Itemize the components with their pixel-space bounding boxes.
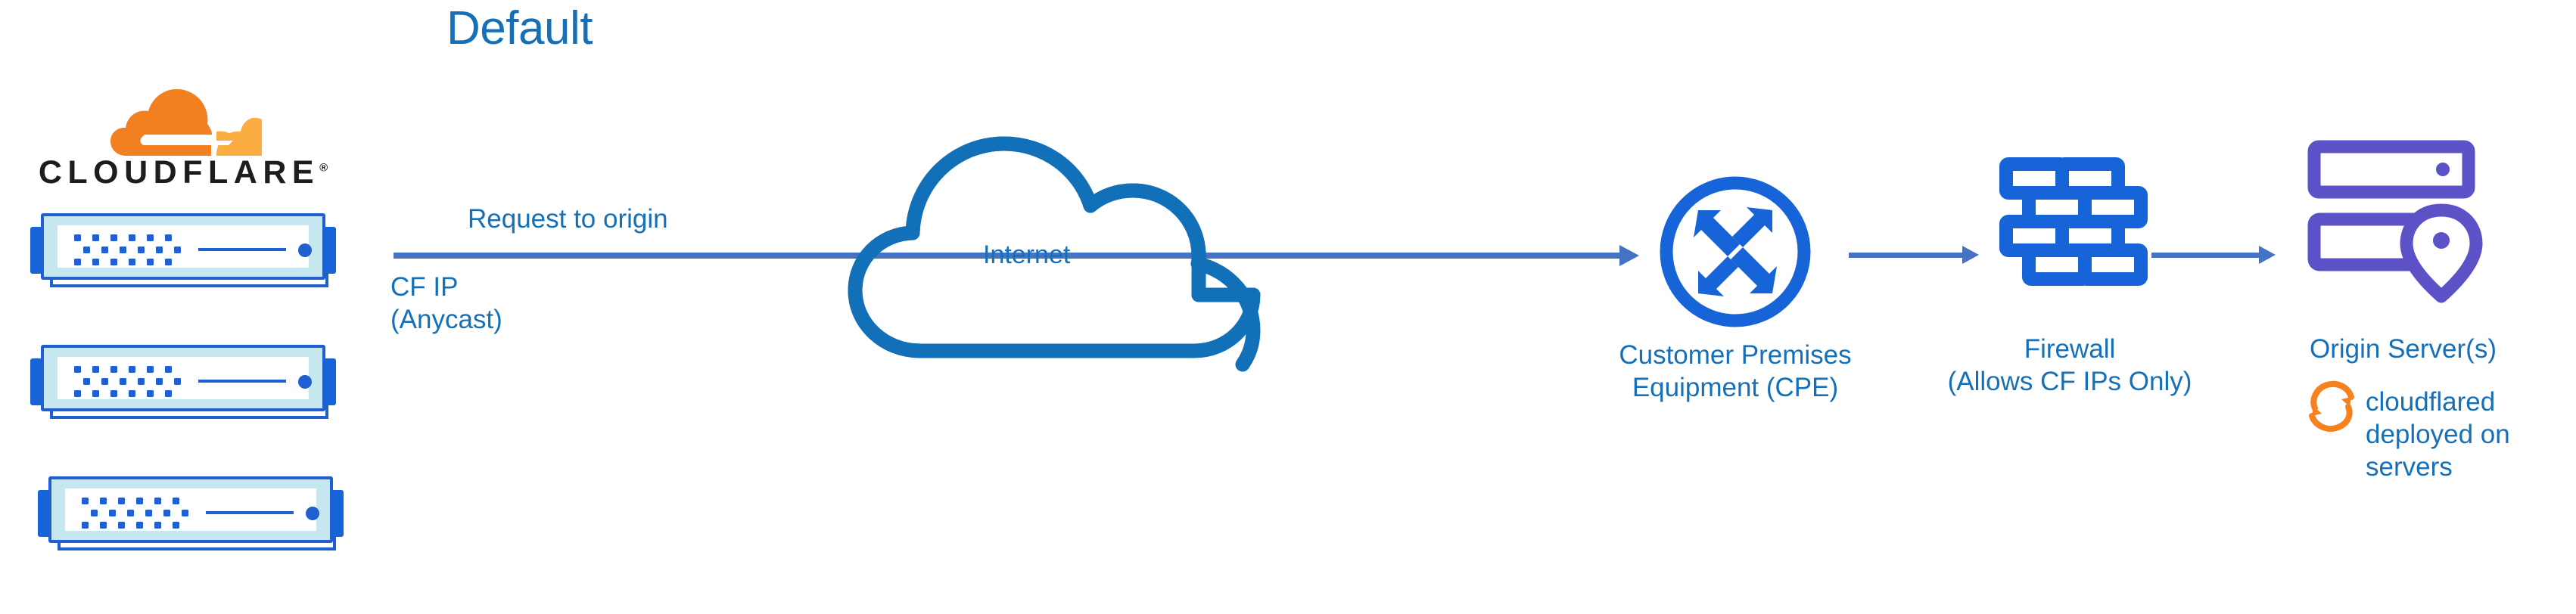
cloudflare-wordmark-text: CLOUDFLARE: [38, 154, 320, 191]
device-status-led: [298, 375, 312, 389]
device-face: [58, 357, 312, 399]
device-port-dots: [82, 498, 188, 529]
device-status-led: [306, 507, 319, 520]
registered-mark: ®: [319, 161, 328, 175]
device-status-led: [298, 243, 312, 257]
device-port-dots: [74, 234, 181, 265]
firewall-label-line2: (Allows CF IPs Only): [1947, 367, 2192, 396]
device-body: [48, 476, 333, 543]
device-body: [41, 345, 325, 411]
cpe-node-icon: [1654, 171, 1816, 333]
server-router-icon-1: [30, 210, 336, 290]
cf-ip-label-line1: CF IP: [390, 272, 459, 302]
cloud-icon: [848, 136, 1261, 372]
internet-cloud: Internet: [842, 110, 1273, 372]
request-to-origin-label: Request to origin: [468, 204, 668, 234]
brick-wall-icon: [1999, 157, 2148, 286]
server-router-icon-2: [30, 342, 336, 422]
cloudflared-label-line2: deployed on: [2366, 420, 2510, 449]
firewall-to-origin-arrow-head: [2259, 246, 2276, 264]
origin-label: Origin Server(s): [2310, 334, 2497, 364]
cloudflare-wordmark: CLOUDFLARE®: [27, 154, 339, 191]
cpe-to-firewall-arrow-line: [1849, 253, 1962, 258]
server-router-icon-3: [38, 473, 344, 554]
device-indicator-line: [198, 380, 286, 383]
cpe-label-line2: Equipment (CPE): [1632, 373, 1839, 402]
cloudflare-logo: CLOUDFLARE®: [27, 88, 339, 195]
firewall-node-icon: [1994, 156, 2148, 304]
device-indicator-line: [198, 248, 286, 251]
firewall-to-origin-arrow-line: [2151, 253, 2259, 258]
request-arrow-line: [394, 253, 1619, 259]
cloudflared-sync-icon: [2302, 372, 2361, 432]
router-circle-arrows-icon: [1660, 176, 1811, 327]
origin-node-icon: [2307, 140, 2488, 303]
cloudflared-label-line1: cloudflared: [2366, 387, 2496, 417]
device-face: [65, 488, 319, 531]
firewall-label-line1: Firewall: [2024, 334, 2116, 364]
internet-label: Internet: [983, 240, 1071, 269]
request-arrow-head: [1619, 245, 1639, 266]
cpe-to-firewall-arrow-head: [1962, 246, 1979, 264]
sync-refresh-icon: [2309, 380, 2354, 432]
cloudflared-label-line3: servers: [2366, 452, 2453, 482]
cf-ip-label-line2: (Anycast): [390, 305, 502, 334]
device-port-dots: [74, 366, 181, 397]
cpe-label-line1: Customer Premises: [1619, 340, 1852, 370]
server-location-pin-icon: [2307, 140, 2483, 303]
cloudflare-cloud-icon: [110, 88, 262, 156]
diagram-title: Default: [446, 2, 593, 54]
device-face: [58, 225, 312, 268]
device-body: [41, 213, 325, 280]
device-indicator-line: [206, 511, 294, 514]
